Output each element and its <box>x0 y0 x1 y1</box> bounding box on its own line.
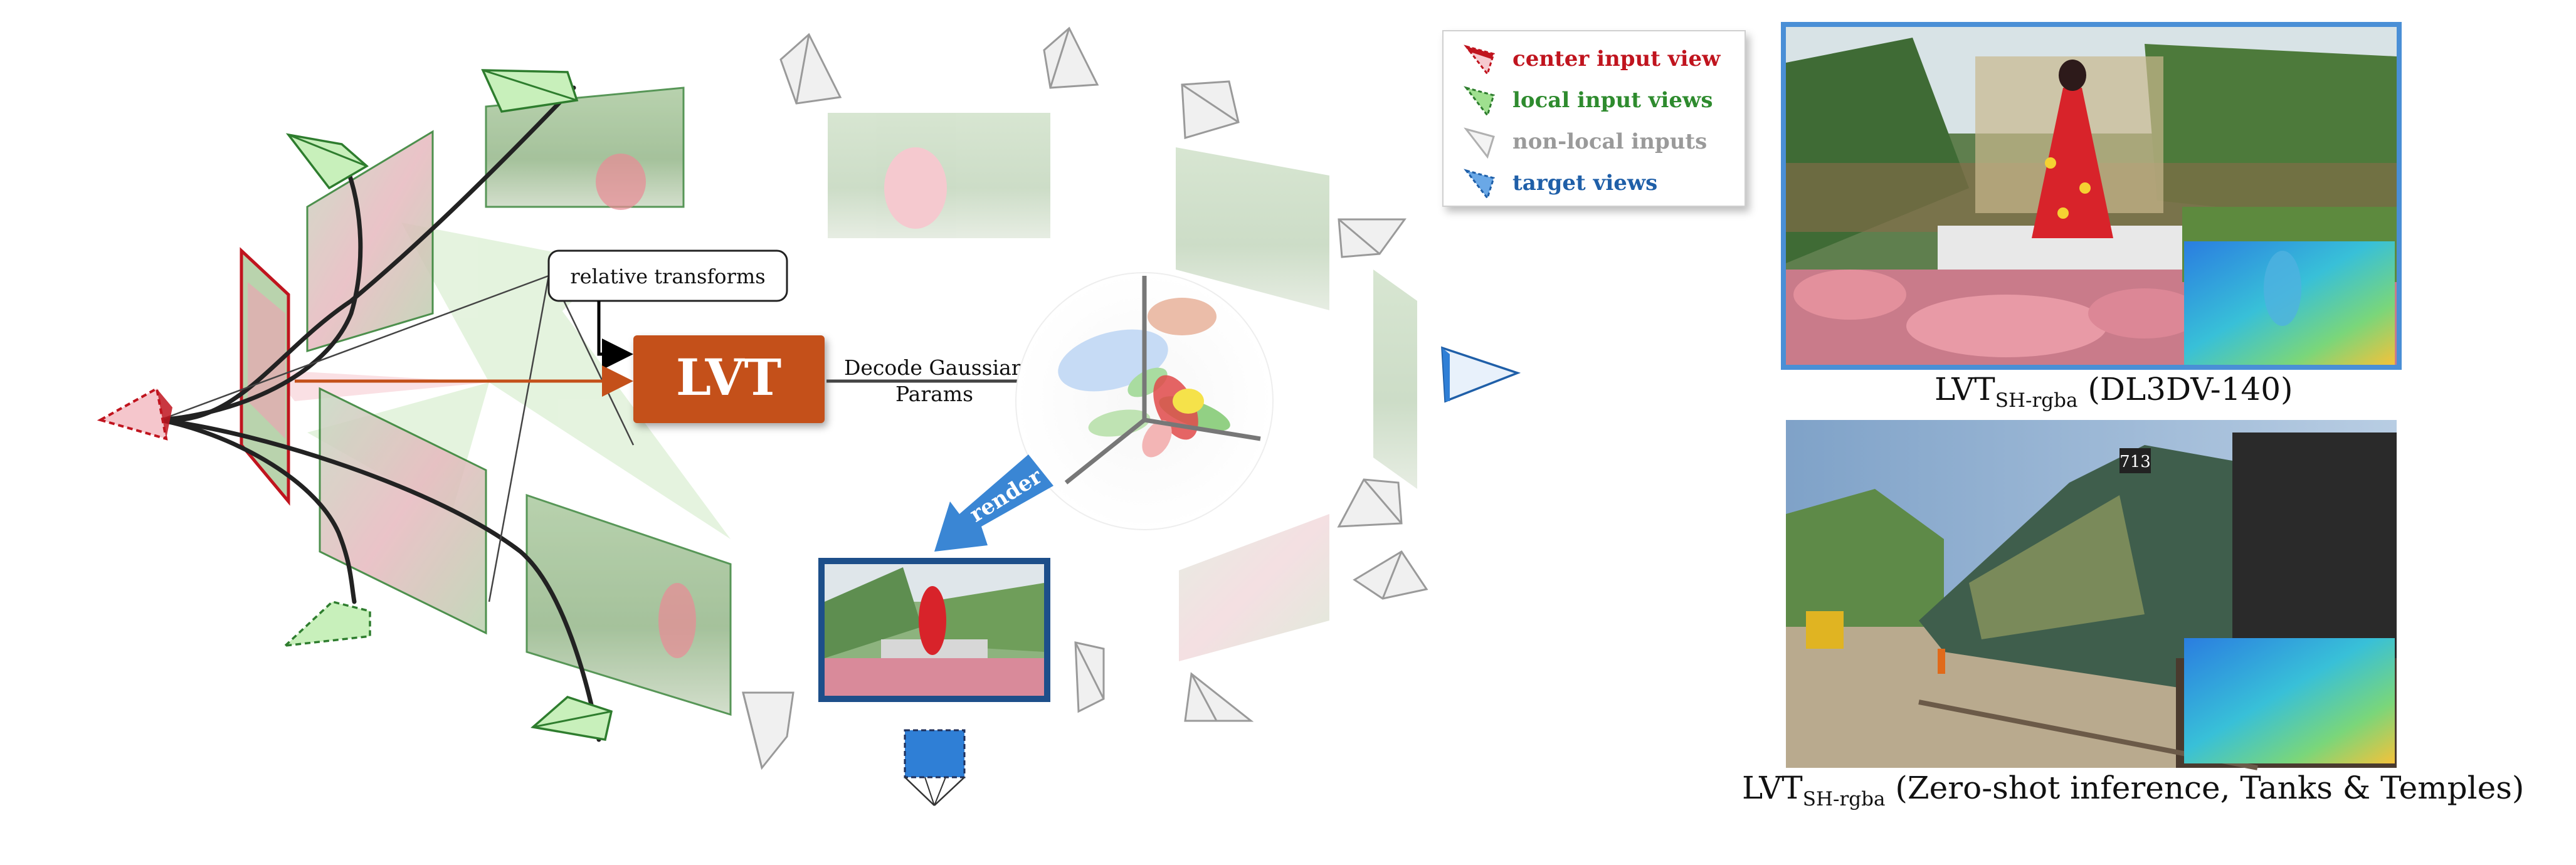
caption-dl3dv-sub: SH-rgba <box>1995 389 2078 412</box>
result-image-dl3dv <box>1781 22 2402 370</box>
nonlocal-camera-5 <box>1337 478 1403 528</box>
gaussian-splats-sphere <box>1015 272 1274 530</box>
nonlocal-camera-2 <box>1043 26 1099 89</box>
legend: center input view local input views non-… <box>1442 30 1746 207</box>
result-image-tanks-temples: 713 <box>1786 420 2397 770</box>
caption-dl3dv: LVTSH-rgba (DL3DV-140) <box>1935 371 2293 412</box>
nonlocal-camera-icon <box>1464 127 1495 159</box>
legend-label-target: target views <box>1512 170 1658 196</box>
render-arrow: render <box>934 454 1053 552</box>
decode-label-line2: Params <box>895 382 973 406</box>
lvt-label: LVT <box>676 348 781 407</box>
local-view-plane-3 <box>319 387 487 635</box>
train-number-label: 713 <box>2119 453 2151 471</box>
local-input-camera-3 <box>282 600 371 647</box>
local-view-plane-1 <box>306 130 434 353</box>
legend-item-center: center input view <box>1444 40 1745 81</box>
nonlocal-camera-9 <box>742 691 794 770</box>
nonlocal-camera-3 <box>1181 80 1240 139</box>
target-view-image <box>818 558 1050 702</box>
legend-item-nonlocal: non-local inputs <box>1444 123 1745 164</box>
caption-dl3dv-main: LVT <box>1935 371 1995 407</box>
camera-trajectories <box>157 85 601 742</box>
target-camera-right <box>1441 346 1521 403</box>
decode-label-line1: Decode Gaussian <box>844 355 1025 380</box>
caption-tanks-main: LVT <box>1742 770 1803 806</box>
nonlocal-camera-4 <box>1338 218 1407 258</box>
center-input-camera <box>97 386 172 441</box>
legend-item-local: local input views <box>1444 81 1745 123</box>
relative-transforms-box: relative transforms <box>547 249 788 302</box>
local-camera-icon <box>1464 86 1495 118</box>
caption-tanks-temples: LVTSH-rgba (Zero-shot inference, Tanks &… <box>1742 770 2524 810</box>
local-input-camera-2 <box>481 69 579 113</box>
nonlocal-camera-6 <box>1353 550 1428 600</box>
caption-dl3dv-rest: (DL3DV-140) <box>2077 371 2293 407</box>
nonlocal-cameras <box>742 26 1428 770</box>
target-camera-bottom <box>904 729 966 806</box>
relative-transforms-label: relative transforms <box>570 265 765 288</box>
nonlocal-camera-7 <box>1184 672 1254 722</box>
lvt-box: LVT <box>633 335 825 423</box>
target-camera-icon <box>1464 169 1495 201</box>
caption-tanks-rest: (Zero-shot inference, Tanks & Temples) <box>1885 770 2525 806</box>
local-view-plane-2 <box>485 86 685 210</box>
legend-label-nonlocal: non-local inputs <box>1512 129 1708 154</box>
camera-thin-lines <box>159 275 635 602</box>
nonlocal-view-planes <box>828 113 1417 661</box>
local-input-camera-1 <box>285 133 369 190</box>
legend-label-center: center input view <box>1512 46 1721 71</box>
legend-label-local: local input views <box>1512 88 1713 113</box>
transforms-to-lvt-arrow <box>597 301 633 370</box>
center-camera-icon <box>1464 45 1495 76</box>
depth-inset-tanks <box>2184 638 2395 763</box>
legend-item-target: target views <box>1444 164 1745 206</box>
nonlocal-camera-8 <box>1074 641 1105 713</box>
local-input-camera-4 <box>531 696 613 742</box>
caption-tanks-sub: SH-rgba <box>1802 788 1886 810</box>
nonlocal-camera-1 <box>779 33 842 105</box>
